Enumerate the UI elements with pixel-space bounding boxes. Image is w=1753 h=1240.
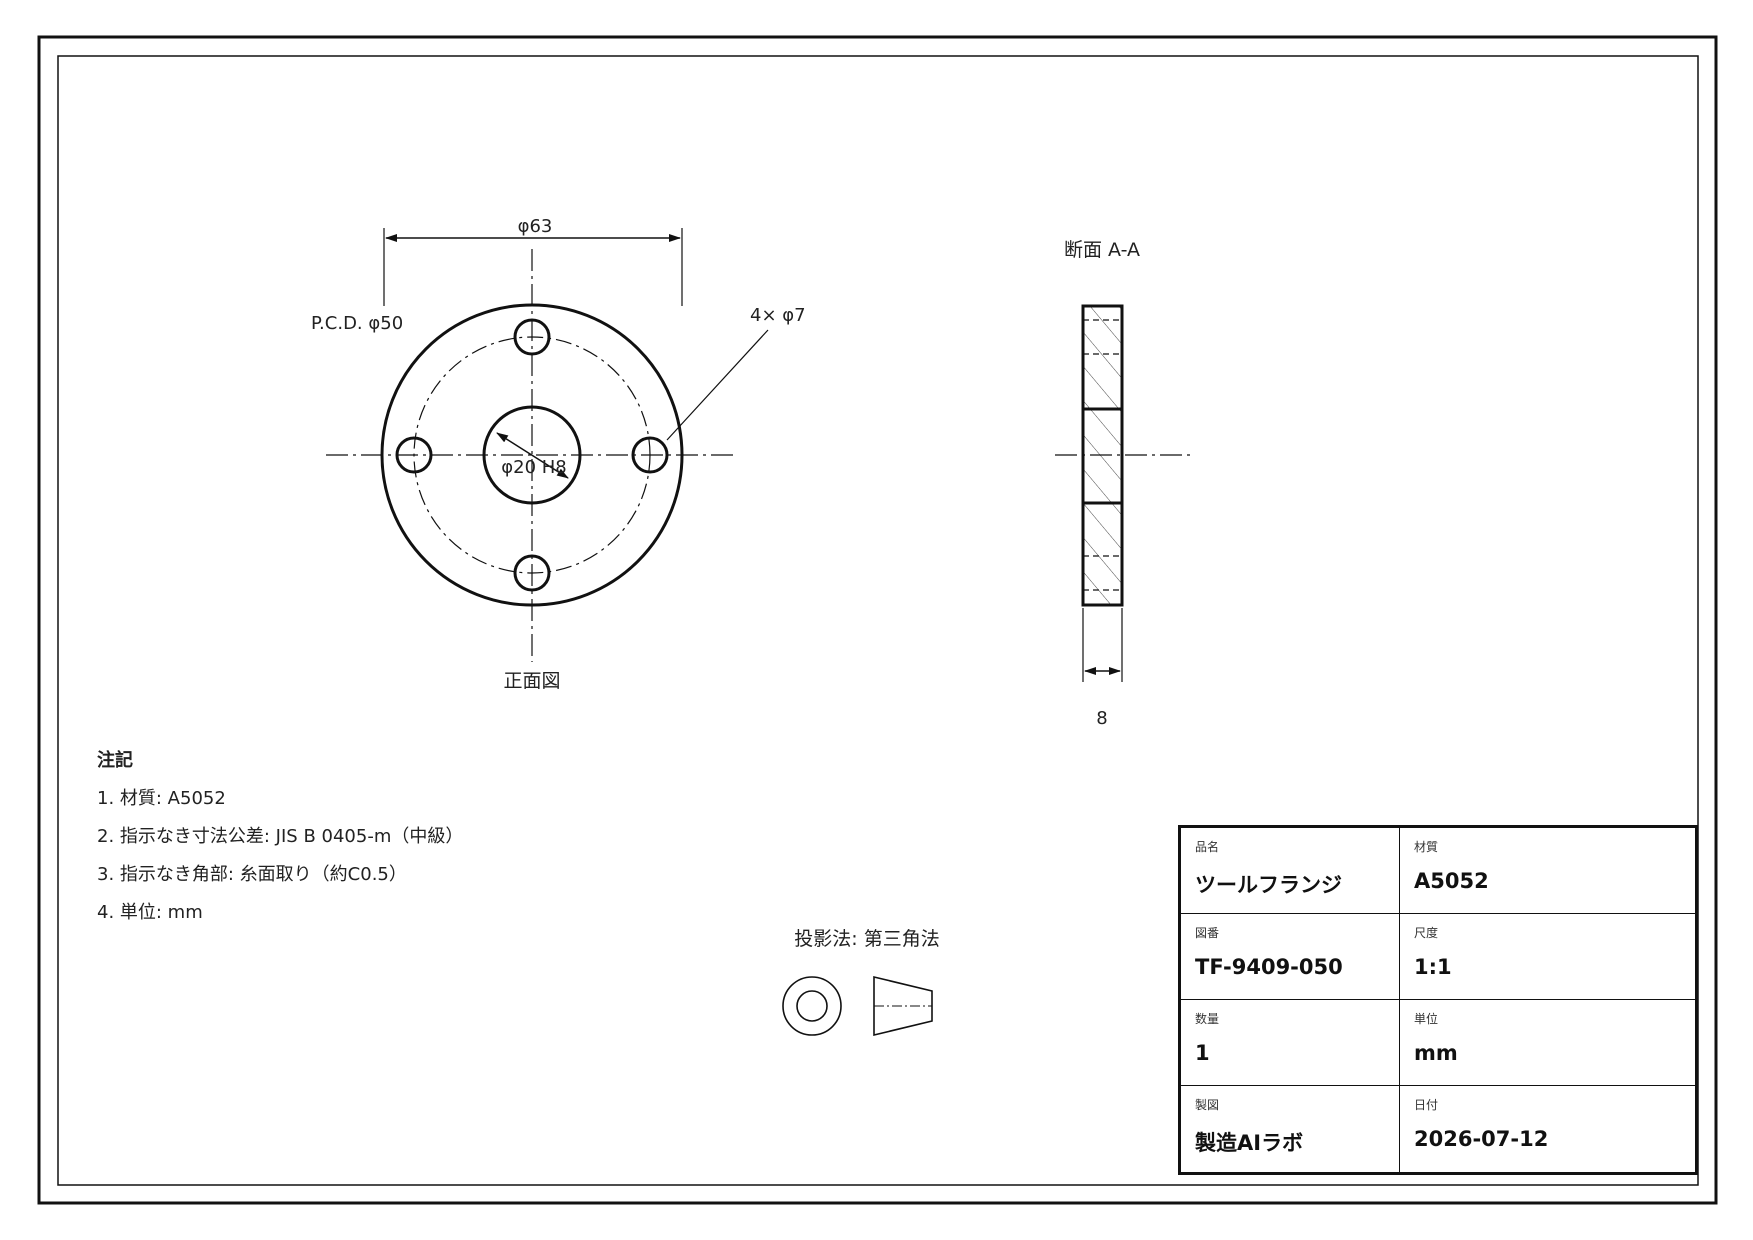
bore-dimension-line	[496, 432, 569, 479]
pcd-circle	[413, 336, 651, 574]
cell-value: A5052	[1414, 869, 1489, 893]
section-hatch-top	[1083, 306, 1122, 409]
section-hatch-mid	[1083, 409, 1122, 503]
hole-leader-line	[666, 329, 769, 441]
cell-value: 1:1	[1414, 955, 1452, 979]
notes-block: 注記 1. 材質: A5052 2. 指示なき寸法公差: JIS B 0405-…	[97, 742, 463, 932]
notes-title: 注記	[97, 750, 133, 771]
flange-outer-circle	[380, 303, 684, 607]
cell-key: 尺度	[1414, 926, 1439, 940]
cell-value: TF-9409-050	[1195, 955, 1343, 979]
cell-key: 日付	[1414, 1098, 1439, 1112]
dim-pcd-label: P.C.D. φ50	[311, 313, 403, 334]
cell-value: 1	[1195, 1041, 1210, 1065]
bolt-hole-left	[395, 436, 433, 474]
cell-key: 材質	[1414, 840, 1439, 854]
cell-key: 品名	[1195, 840, 1220, 854]
dim-thickness: 8	[1096, 708, 1107, 729]
dim-hole-callout: 4× φ7	[750, 305, 806, 326]
inner-border	[57, 55, 1699, 1186]
title-cell-material: 材質 A5052	[1400, 828, 1695, 914]
title-cell-drafter: 製図 製造AIラボ	[1181, 1086, 1400, 1172]
note-item: 1. 材質: A5052	[97, 788, 226, 809]
front-view: φ63 P.C.D. φ50 4× φ7 φ20 H8 正面図	[311, 216, 806, 692]
title-cell-unit: 単位 mm	[1400, 1000, 1695, 1086]
cell-value: 2026-07-12	[1414, 1127, 1549, 1151]
cell-key: 数量	[1195, 1012, 1220, 1026]
cell-value: 製造AIラボ	[1195, 1131, 1304, 1155]
title-block: 品名 ツールフランジ 材質 A5052 図番 TF-9409-050 尺度 1:…	[1178, 825, 1698, 1175]
note-item: 2. 指示なき寸法公差: JIS B 0405-m（中級）	[97, 826, 464, 847]
cell-value: mm	[1414, 1041, 1458, 1065]
bolt-hole-top	[513, 318, 551, 356]
bolt-hole-right	[631, 436, 669, 474]
title-cell-drawing-no: 図番 TF-9409-050	[1181, 914, 1400, 1000]
projection-circle-outer	[782, 976, 842, 1036]
dim-outer-diameter: φ63	[518, 216, 553, 237]
title-cell-part-name: 品名 ツールフランジ	[1181, 828, 1400, 914]
projection-symbol: 投影法: 第三角法	[782, 928, 940, 1037]
projection-cone	[873, 975, 933, 1037]
bolt-hole-bottom	[513, 554, 551, 592]
note-item: 3. 指示なき角部: 糸面取り（約C0.5）	[97, 864, 407, 885]
note-item: 4. 単位: mm	[97, 902, 203, 923]
projection-label: 投影法: 第三角法	[794, 928, 939, 950]
title-cell-quantity: 数量 1	[1181, 1000, 1400, 1086]
section-view: 断面 A-A 8	[1055, 239, 1190, 729]
title-cell-date: 日付 2026-07-12	[1400, 1086, 1695, 1172]
cell-key: 単位	[1414, 1012, 1439, 1026]
title-cell-scale: 尺度 1:1	[1400, 914, 1695, 1000]
projection-circle-inner	[796, 990, 828, 1022]
dim-bore: φ20 H8	[501, 457, 567, 478]
section-title: 断面 A-A	[1064, 239, 1140, 261]
cell-key: 図番	[1195, 926, 1220, 940]
outer-border	[37, 35, 1718, 1205]
cell-value: ツールフランジ	[1195, 873, 1342, 897]
section-hatch-bottom	[1083, 503, 1122, 605]
front-view-caption: 正面図	[503, 670, 560, 692]
cell-key: 製図	[1195, 1098, 1220, 1112]
bore-circle	[482, 405, 582, 505]
